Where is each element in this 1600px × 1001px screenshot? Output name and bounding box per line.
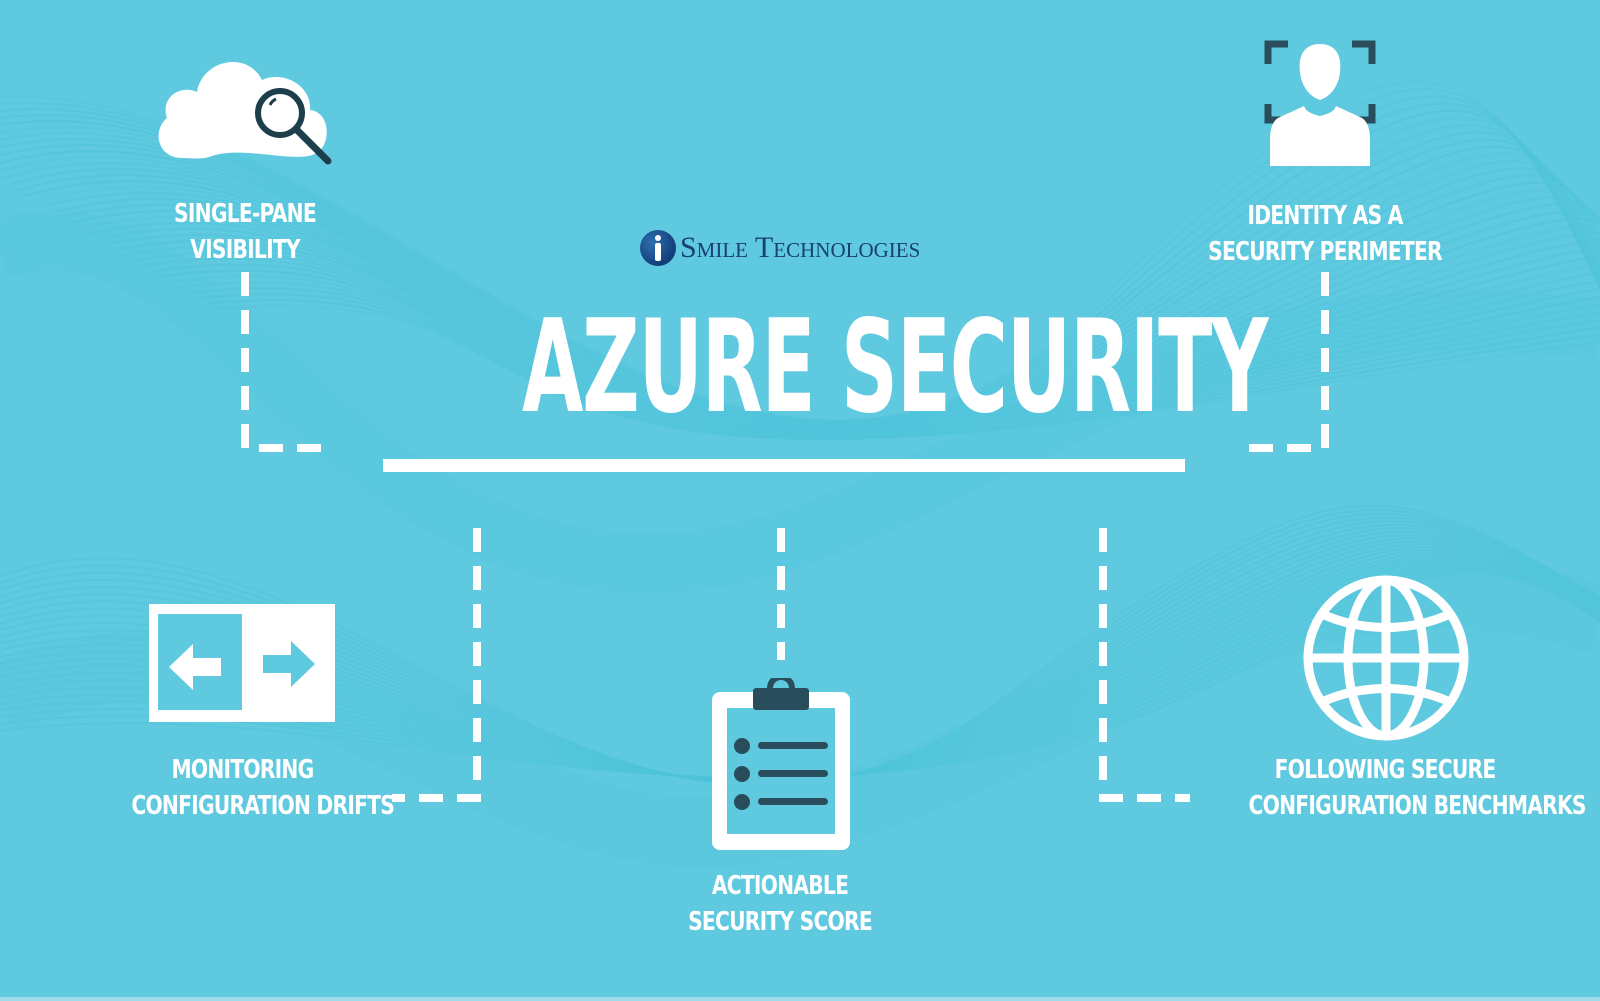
globe-icon [1303, 575, 1469, 741]
cloud-search-icon [158, 62, 332, 165]
connector-identity [1240, 272, 1329, 452]
arrows-compare-icon [149, 604, 335, 722]
feature-label-single-pane: SINGLE-PANE VISIBILITY [174, 199, 317, 265]
bottom-edge [0, 997, 1600, 1001]
logo-text: Smile Technologies [680, 231, 921, 264]
feature-label-score: ACTIONABLE SECURITY SCORE [688, 871, 873, 937]
title-underline [383, 459, 1185, 472]
connector-benchmarks [1099, 528, 1190, 802]
connector-single-pane [241, 272, 332, 452]
feature-label-benchmarks: FOLLOWING SECURE CONFIGURATION BENCHMARK… [1248, 755, 1587, 821]
company-logo: Smile Technologies [640, 228, 920, 268]
user-focus-icon [1264, 40, 1376, 166]
logo-mark-icon [640, 230, 676, 266]
feature-label-monitoring: MONITORING CONFIGURATION DRIFTS [131, 755, 395, 821]
feature-label-identity: IDENTITY AS A SECURITY PERIMETER [1208, 201, 1443, 267]
clipboard-checklist-icon [712, 678, 850, 850]
connector-monitoring [392, 528, 481, 802]
